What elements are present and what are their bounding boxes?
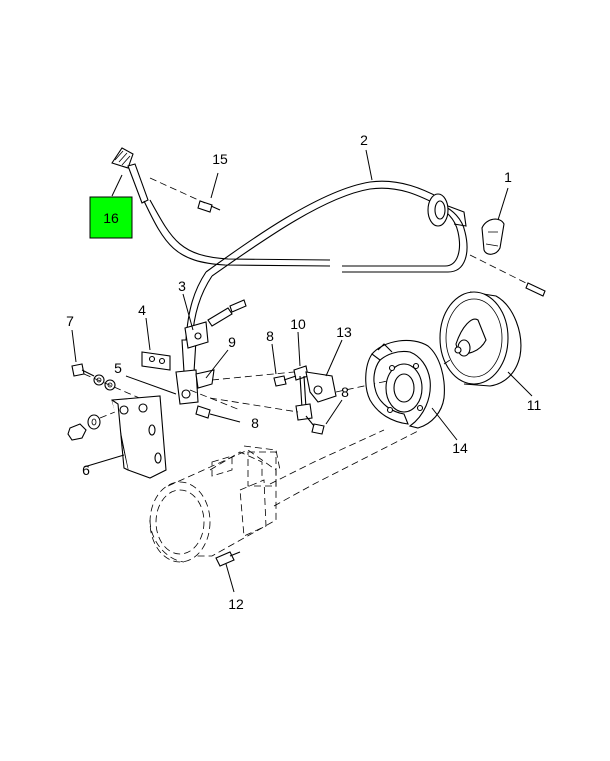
part-12-bolt[interactable] (215, 551, 241, 593)
part-14-brake-shoes[interactable] (365, 339, 458, 441)
callout-3: 3 (178, 278, 186, 294)
part-8-bolt-center[interactable] (271, 343, 297, 387)
part-15-bolt[interactable] (149, 172, 221, 213)
part-3-cable-bracket[interactable] (182, 293, 247, 349)
part-11-brake-drum[interactable] (439, 291, 533, 397)
part-8-bolt-left[interactable] (189, 389, 241, 423)
part-5-pin[interactable] (125, 375, 177, 395)
part-7-bolt[interactable] (71, 329, 145, 401)
part-6-bracket[interactable] (83, 395, 167, 479)
callout-8-right: 8 (341, 384, 349, 400)
part-10-linkage[interactable] (293, 331, 313, 421)
callout-1: 1 (504, 169, 512, 185)
transmission-housing (149, 429, 421, 563)
callout-5: 5 (114, 360, 122, 376)
callout-8-center: 8 (266, 328, 274, 344)
callout-7: 7 (66, 313, 74, 329)
part-9-lever[interactable] (175, 349, 229, 405)
part-nut-washer[interactable] (67, 409, 121, 441)
part-16-cable-end[interactable] (111, 147, 149, 204)
highlight-box-16[interactable] (89, 196, 133, 239)
part-1-clip[interactable] (469, 187, 546, 297)
callout-2: 2 (360, 132, 368, 148)
callout-12: 12 (228, 596, 244, 612)
callout-11: 11 (527, 397, 542, 413)
callout-4: 4 (138, 302, 146, 318)
callout-8-left: 8 (251, 415, 259, 431)
part-2-parking-brake-cable[interactable] (143, 149, 468, 373)
callout-9: 9 (228, 334, 236, 350)
part-4-plate[interactable] (141, 317, 171, 371)
callout-10: 10 (290, 316, 306, 332)
callout-6: 6 (82, 462, 90, 478)
part-13-bellcrank[interactable] (305, 339, 343, 403)
callout-16: 16 (103, 210, 119, 226)
part-8-bolt-right[interactable] (305, 399, 343, 435)
callout-14: 14 (452, 440, 468, 456)
callout-15: 15 (212, 151, 228, 167)
callout-13: 13 (336, 324, 352, 340)
